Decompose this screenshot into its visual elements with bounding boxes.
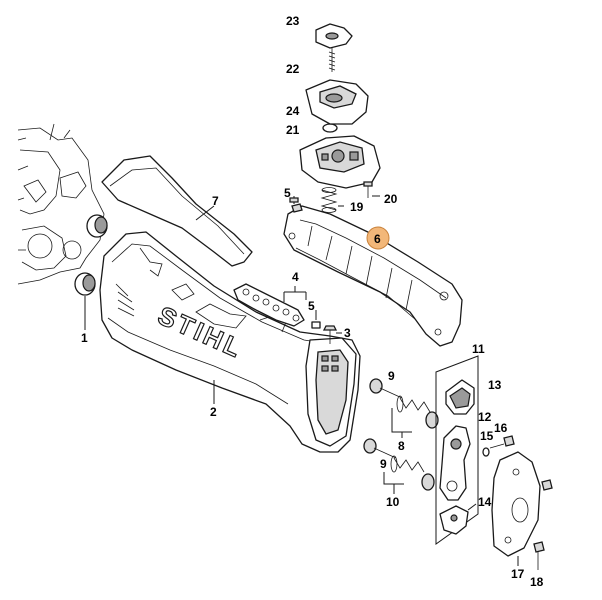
callout-8: 8 (398, 439, 405, 453)
callout-21: 21 (286, 123, 300, 137)
callout-24: 24 (286, 104, 300, 118)
part-2-handle-housing: STIHL (99, 231, 361, 453)
callout-6: 6 (374, 232, 381, 246)
callout-5-top: 5 (284, 186, 291, 200)
callout-18: 18 (530, 575, 544, 589)
part-18-screw-top (541, 479, 553, 491)
callout-17: 17 (511, 567, 525, 581)
callout-10: 10 (386, 495, 400, 509)
part-7-cover-strip (101, 155, 253, 267)
part-14-catch (439, 503, 477, 535)
part-9-pin-lower (363, 438, 397, 459)
part-10-spring-lower (383, 455, 435, 494)
callout-2: 2 (210, 405, 217, 419)
part-16-screw (489, 435, 515, 449)
part-4-grip-strip (233, 283, 321, 329)
callout-labels: 6 23 22 24 21 5 19 20 7 4 5 3 1 2 9 8 9 … (81, 14, 544, 589)
part-22-cap (305, 79, 369, 125)
part-21-base (299, 135, 381, 189)
callout-9-lower: 9 (380, 457, 387, 471)
callout-9-upper: 9 (388, 369, 395, 383)
callout-12: 12 (478, 410, 492, 424)
callout-11: 11 (472, 342, 485, 356)
callout-15: 15 (480, 429, 494, 443)
callout-22: 22 (286, 62, 300, 76)
callout-1: 1 (81, 331, 88, 345)
callout-14: 14 (478, 495, 492, 509)
highlight-circle-6 (366, 226, 390, 250)
part-13-trigger-cap (445, 379, 475, 415)
callout-13: 13 (488, 378, 502, 392)
callout-23: 23 (286, 14, 300, 28)
part-6-side-panel (283, 196, 463, 347)
part-20-screw (363, 181, 380, 198)
part-19-spring (320, 187, 344, 213)
callout-3: 3 (344, 326, 351, 340)
callout-4: 4 (292, 270, 299, 284)
part-9-pin-upper (369, 378, 403, 399)
callout-20: 20 (384, 192, 398, 206)
part-15-washer (482, 447, 490, 457)
part-12-lever (439, 425, 471, 501)
callout-5-mid: 5 (308, 299, 315, 313)
part-5-screw-top (289, 197, 299, 203)
callout-7: 7 (212, 194, 219, 208)
part-17-cover-plate (491, 451, 541, 566)
callout-19: 19 (350, 200, 364, 214)
part-24-oring (322, 123, 338, 133)
engine-housing-fragment (17, 123, 105, 285)
part-18-screw-bottom (533, 541, 545, 570)
part-1-bushing (74, 214, 108, 330)
part-23-knob (315, 23, 353, 72)
part-8-spring-upper (391, 395, 439, 438)
part-3-screw (322, 325, 342, 344)
callout-16: 16 (494, 421, 508, 435)
group-11-bracket (435, 355, 479, 545)
